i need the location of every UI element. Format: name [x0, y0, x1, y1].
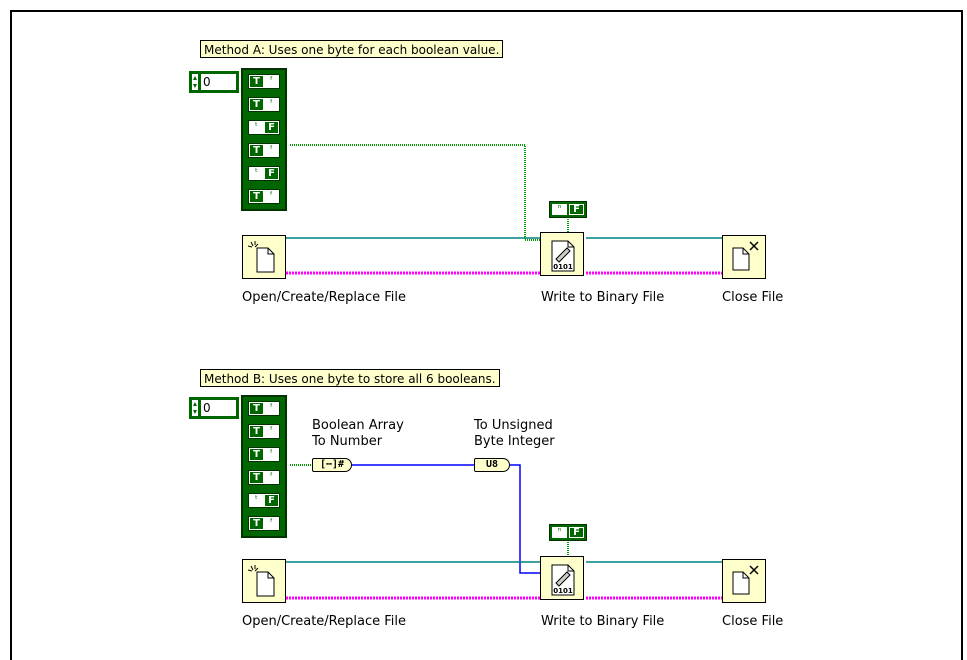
bool-glyph-left: T: [250, 403, 263, 414]
bool-glyph-right: ᶠ: [265, 99, 278, 110]
write-file-label-b: Write to Binary File: [541, 614, 665, 629]
open-file-label-a: Open/Create/Replace File: [242, 290, 406, 305]
bool-glyph-left: T: [250, 449, 263, 460]
binary-write-icon: 0101: [551, 240, 575, 272]
array-index-a[interactable]: 0: [189, 71, 239, 93]
const-off-glyph: ⁿ: [552, 204, 567, 215]
new-file-icon: [247, 565, 275, 597]
open-file-label-b: Open/Create/Replace File: [242, 614, 406, 629]
svg-text:0101: 0101: [553, 263, 573, 271]
boolean-array-to-number-label-2: To Number: [312, 434, 383, 449]
bool-glyph-right: ᶠ: [265, 76, 278, 87]
bool-glyph-left: T: [250, 145, 263, 156]
bool-glyph-right: ᶠ: [265, 449, 278, 460]
boolean-constant-b[interactable]: ⁿ F: [549, 524, 587, 541]
bool-glyph-left: ᵗ: [250, 495, 263, 506]
bool-glyph-right: F: [265, 122, 278, 133]
index-increment-decrement-icon[interactable]: [191, 73, 199, 91]
array-index-b[interactable]: 0: [189, 397, 239, 419]
method-b-label: Method B: Uses one byte to store all 6 b…: [200, 369, 500, 387]
close-file-node-a[interactable]: [722, 235, 766, 279]
bool-glyph-left: T: [250, 472, 263, 483]
bool-glyph-left: T: [250, 191, 263, 202]
boolean-constant-a[interactable]: ⁿ F: [549, 201, 587, 218]
bool-glyph-right: ᶠ: [265, 518, 278, 529]
bool-glyph-right: ᶠ: [265, 426, 278, 437]
bool-glyph-right: ᶠ: [265, 145, 278, 156]
diagram-frame: [10, 10, 963, 660]
open-create-replace-file-node-b[interactable]: [242, 559, 286, 603]
array-index-value-a[interactable]: 0: [200, 73, 237, 91]
close-file-label-a: Close File: [722, 290, 784, 305]
bool-glyph-right: ᶠ: [265, 472, 278, 483]
write-to-binary-file-node-a[interactable]: 0101: [540, 232, 584, 276]
new-file-icon: [247, 241, 275, 273]
array-to-number-icon: [⋯]#: [319, 459, 345, 470]
bool-glyph-right: ᶠ: [265, 403, 278, 414]
bool-glyph-right: F: [265, 168, 278, 179]
bool-glyph-left: ᵗ: [250, 168, 263, 179]
close-file-icon: [732, 241, 759, 271]
bool-glyph-left: T: [250, 426, 263, 437]
to-unsigned-byte-label-1: To Unsigned: [474, 418, 553, 433]
to-unsigned-byte-label-2: Byte Integer: [474, 434, 555, 449]
bool-glyph-left: T: [250, 76, 263, 87]
bool-glyph-left: T: [250, 99, 263, 110]
const-on-glyph: F: [569, 204, 584, 215]
bool-glyph-right: ᶠ: [265, 191, 278, 202]
binary-write-icon: 0101: [551, 564, 575, 596]
close-file-label-b: Close File: [722, 614, 784, 629]
boolean-array-to-number-function[interactable]: [⋯]#: [312, 458, 352, 472]
array-index-value-b[interactable]: 0: [200, 399, 237, 417]
close-file-node-b[interactable]: [722, 559, 766, 603]
boolean-array-to-number-label-1: Boolean Array: [312, 418, 404, 433]
bool-glyph-left: T: [250, 518, 263, 529]
const-on-glyph: F: [569, 527, 584, 538]
bool-glyph-right: F: [265, 495, 278, 506]
open-create-replace-file-node-a[interactable]: [242, 235, 286, 279]
numeric-wire-b2: [510, 464, 540, 574]
write-to-binary-file-node-b[interactable]: 0101: [540, 556, 584, 600]
boolean-wire-a: [290, 144, 540, 241]
close-file-icon: [732, 565, 759, 595]
to-unsigned-byte-function[interactable]: U8: [474, 458, 510, 472]
method-a-label: Method A: Uses one byte for each boolean…: [200, 40, 504, 58]
const-off-glyph: ⁿ: [552, 527, 567, 538]
bool-glyph-left: ᵗ: [250, 122, 263, 133]
svg-text:0101: 0101: [553, 587, 573, 595]
index-increment-decrement-icon[interactable]: [191, 399, 199, 417]
write-file-label-a: Write to Binary File: [541, 290, 665, 305]
